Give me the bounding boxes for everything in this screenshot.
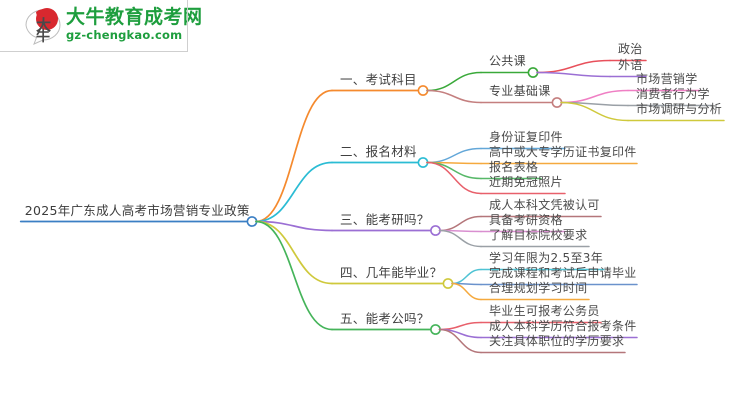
leaf-node-1-1-2[interactable]: 外语 bbox=[618, 58, 643, 72]
sub-node-1-1[interactable]: 公共课 bbox=[489, 54, 526, 68]
logo-text-block: 大牛教育成考网 gz-chengkao.com bbox=[66, 6, 203, 42]
leaf-node-1-1-1[interactable]: 政治 bbox=[618, 42, 643, 56]
branch-label-2[interactable]: 二、报名材料 bbox=[340, 144, 417, 159]
root-node-label[interactable]: 2025年广东成人高考市场营销专业政策 bbox=[24, 203, 250, 218]
leaf-node-2-1[interactable]: 身份证复印件 bbox=[489, 130, 563, 144]
branch-hub-4[interactable] bbox=[442, 278, 454, 289]
leaf-node-3-1[interactable]: 成人本科文凭被认可 bbox=[489, 198, 600, 212]
leaf-node-1-2-3[interactable]: 市场调研与分析 bbox=[636, 102, 723, 116]
leaf-node-2-4[interactable]: 近期免冠照片 bbox=[489, 175, 563, 189]
sub-hub-1-1[interactable] bbox=[527, 67, 539, 78]
logo-title: 大牛教育成考网 bbox=[66, 6, 203, 28]
leaf-node-4-1[interactable]: 学习年限为2.5至3年 bbox=[489, 251, 604, 265]
logo-mark-icon: 大 牛 bbox=[22, 6, 64, 46]
branch-hub-3[interactable] bbox=[430, 225, 441, 236]
leaf-node-5-2[interactable]: 成人本科学历符合报考条件 bbox=[489, 319, 637, 333]
branch-hub-5[interactable] bbox=[430, 324, 441, 335]
leaf-node-5-3[interactable]: 关注具体职位的学历要求 bbox=[489, 334, 625, 348]
leaf-node-1-2-2[interactable]: 消费者行为学 bbox=[636, 87, 710, 101]
logo-domain: gz-chengkao.com bbox=[66, 28, 183, 42]
logo-underline-divider bbox=[0, 51, 188, 52]
sub-hub-1-2[interactable] bbox=[551, 97, 563, 108]
leaf-node-3-2[interactable]: 具备考研资格 bbox=[489, 213, 563, 227]
svg-text:牛: 牛 bbox=[36, 28, 50, 45]
leaf-node-5-1[interactable]: 毕业生可报考公务员 bbox=[489, 304, 600, 318]
svg-text:大: 大 bbox=[36, 16, 51, 34]
branch-label-1[interactable]: 一、考试科目 bbox=[340, 72, 417, 87]
branch-label-4[interactable]: 四、几年能毕业？ bbox=[340, 265, 443, 280]
site-logo-header: 大 牛 大牛教育成考网 gz-chengkao.com bbox=[0, 0, 202, 52]
leaf-node-4-2[interactable]: 完成课程和考试后申请毕业 bbox=[489, 266, 637, 280]
branch-label-5[interactable]: 五、能考公吗？ bbox=[340, 311, 430, 326]
branch-hub-2[interactable] bbox=[417, 157, 429, 168]
branch-label-3[interactable]: 三、能考研吗？ bbox=[340, 212, 430, 227]
leaf-node-3-3[interactable]: 了解目标院校要求 bbox=[489, 228, 588, 242]
sub-node-1-2[interactable]: 专业基础课 bbox=[489, 84, 551, 98]
leaf-node-4-3[interactable]: 合理规划学习时间 bbox=[489, 281, 588, 295]
leaf-node-2-2[interactable]: 高中或大专学历证书复印件 bbox=[489, 145, 637, 159]
leaf-node-2-3[interactable]: 报名表格 bbox=[489, 160, 539, 174]
leaf-node-1-2-1[interactable]: 市场营销学 bbox=[636, 72, 698, 86]
logo-right-divider bbox=[187, 0, 188, 52]
